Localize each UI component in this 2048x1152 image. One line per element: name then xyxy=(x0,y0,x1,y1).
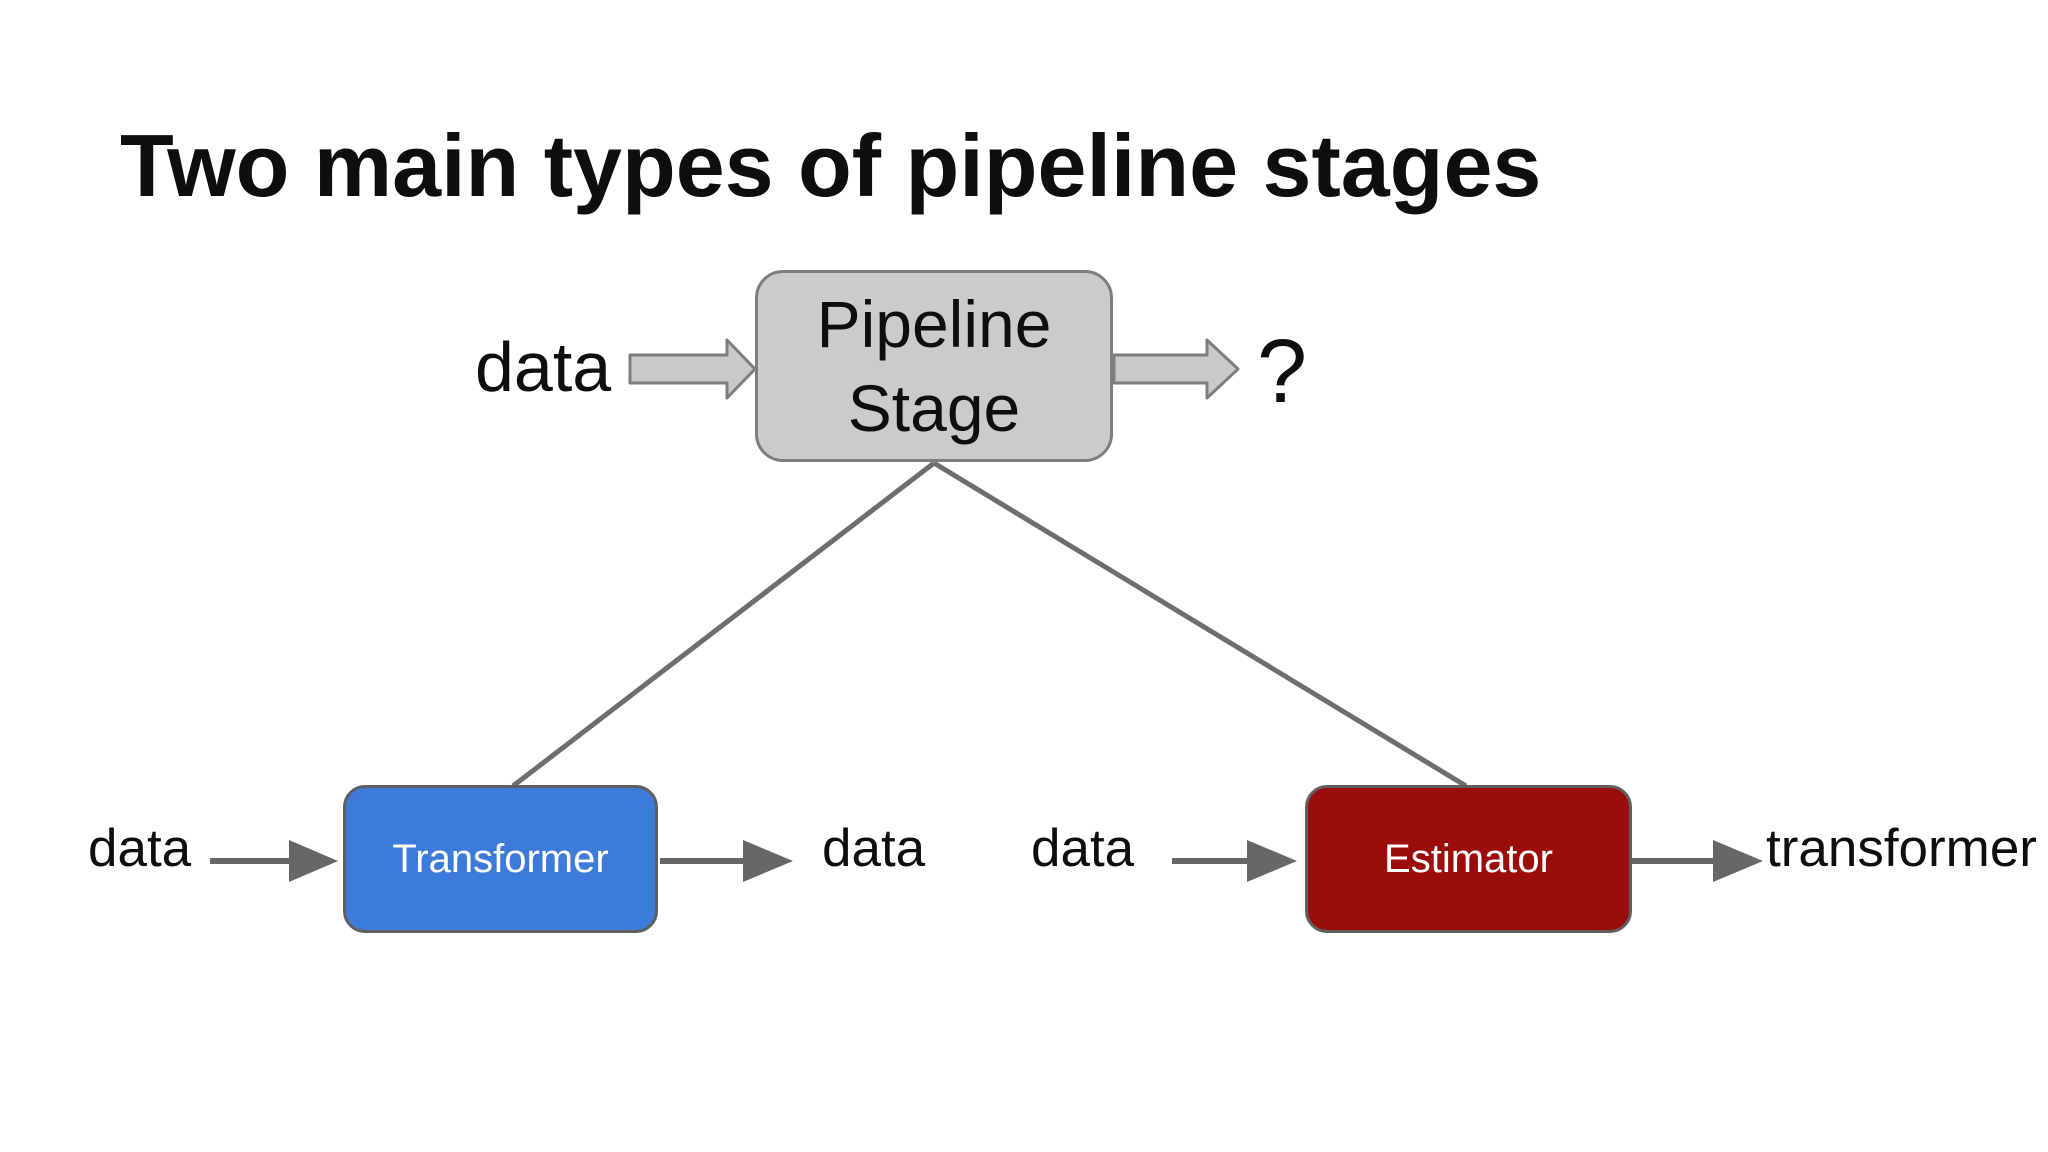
block-arrow-input-icon xyxy=(628,338,757,400)
root-input-label: data xyxy=(475,328,612,406)
arrow-transformer-to-data-icon xyxy=(660,840,793,882)
estimator-output-label: transformer xyxy=(1766,819,2037,878)
transformer-node: Transformer xyxy=(343,785,658,933)
pipeline-stage-node: Pipeline Stage xyxy=(755,270,1113,462)
transformer-input-label: data xyxy=(88,819,192,878)
connector-line-left xyxy=(511,461,936,788)
arrow-estimator-to-transformer-icon xyxy=(1630,840,1763,882)
root-output-label: ? xyxy=(1257,322,1308,422)
block-arrow-output-icon xyxy=(1112,338,1240,400)
arrow-data-to-estimator-icon xyxy=(1172,840,1297,882)
estimator-input-label: data xyxy=(1031,819,1135,878)
arrow-data-to-transformer-icon xyxy=(210,840,338,882)
connector-line-right xyxy=(932,460,1468,789)
slide-title: Two main types of pipeline stages xyxy=(120,116,1542,215)
estimator-node: Estimator xyxy=(1305,785,1632,933)
transformer-output-label: data xyxy=(822,819,926,878)
